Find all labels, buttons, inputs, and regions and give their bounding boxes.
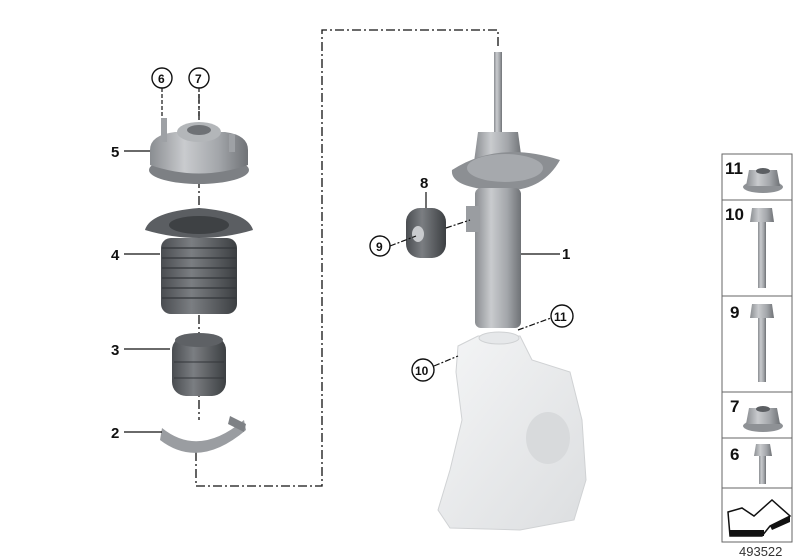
arrow-icon — [727, 498, 792, 537]
flange-nut-icon — [743, 168, 783, 193]
flange-nut-icon — [743, 406, 783, 432]
panel-label-7: 7 — [730, 397, 739, 416]
panel-label-6: 6 — [730, 445, 739, 464]
short-bolt-icon — [754, 444, 772, 484]
label-3: 3 — [111, 342, 119, 359]
label-1: 1 — [562, 246, 570, 263]
label-2: 2 — [111, 425, 119, 442]
circle-label-11: 11 — [554, 310, 567, 324]
part-1-strut[interactable] — [451, 52, 560, 328]
image-number: 493522 — [739, 544, 782, 559]
circle-label-10: 10 — [415, 364, 429, 378]
long-bolt-icon — [750, 208, 774, 288]
bolt-icon — [750, 304, 774, 382]
label-4: 4 — [111, 247, 120, 264]
panel-label-9: 9 — [730, 303, 739, 322]
part-5-top-mount[interactable] — [149, 118, 249, 184]
panel-label-11: 11 — [725, 159, 743, 178]
leader-lines — [124, 88, 560, 433]
circle-label-6: 6 — [158, 72, 165, 86]
part-8-bushing[interactable] — [406, 208, 446, 258]
label-8: 8 — [420, 175, 428, 192]
circle-label-7: 7 — [195, 72, 202, 86]
circle-label-9: 9 — [376, 240, 383, 254]
panel-label-10: 10 — [725, 205, 744, 224]
plain-labels: 5 4 3 2 1 8 — [111, 144, 570, 442]
circled-labels — [151, 67, 574, 382]
part-3-bump-stop[interactable] — [172, 333, 226, 396]
assembly-path-line — [195, 29, 499, 487]
part-4-protective-boot[interactable] — [145, 208, 253, 314]
label-5: 5 — [111, 144, 119, 161]
wheel-carrier-ghost — [437, 331, 587, 531]
part-2-spring-pad[interactable] — [160, 416, 246, 453]
